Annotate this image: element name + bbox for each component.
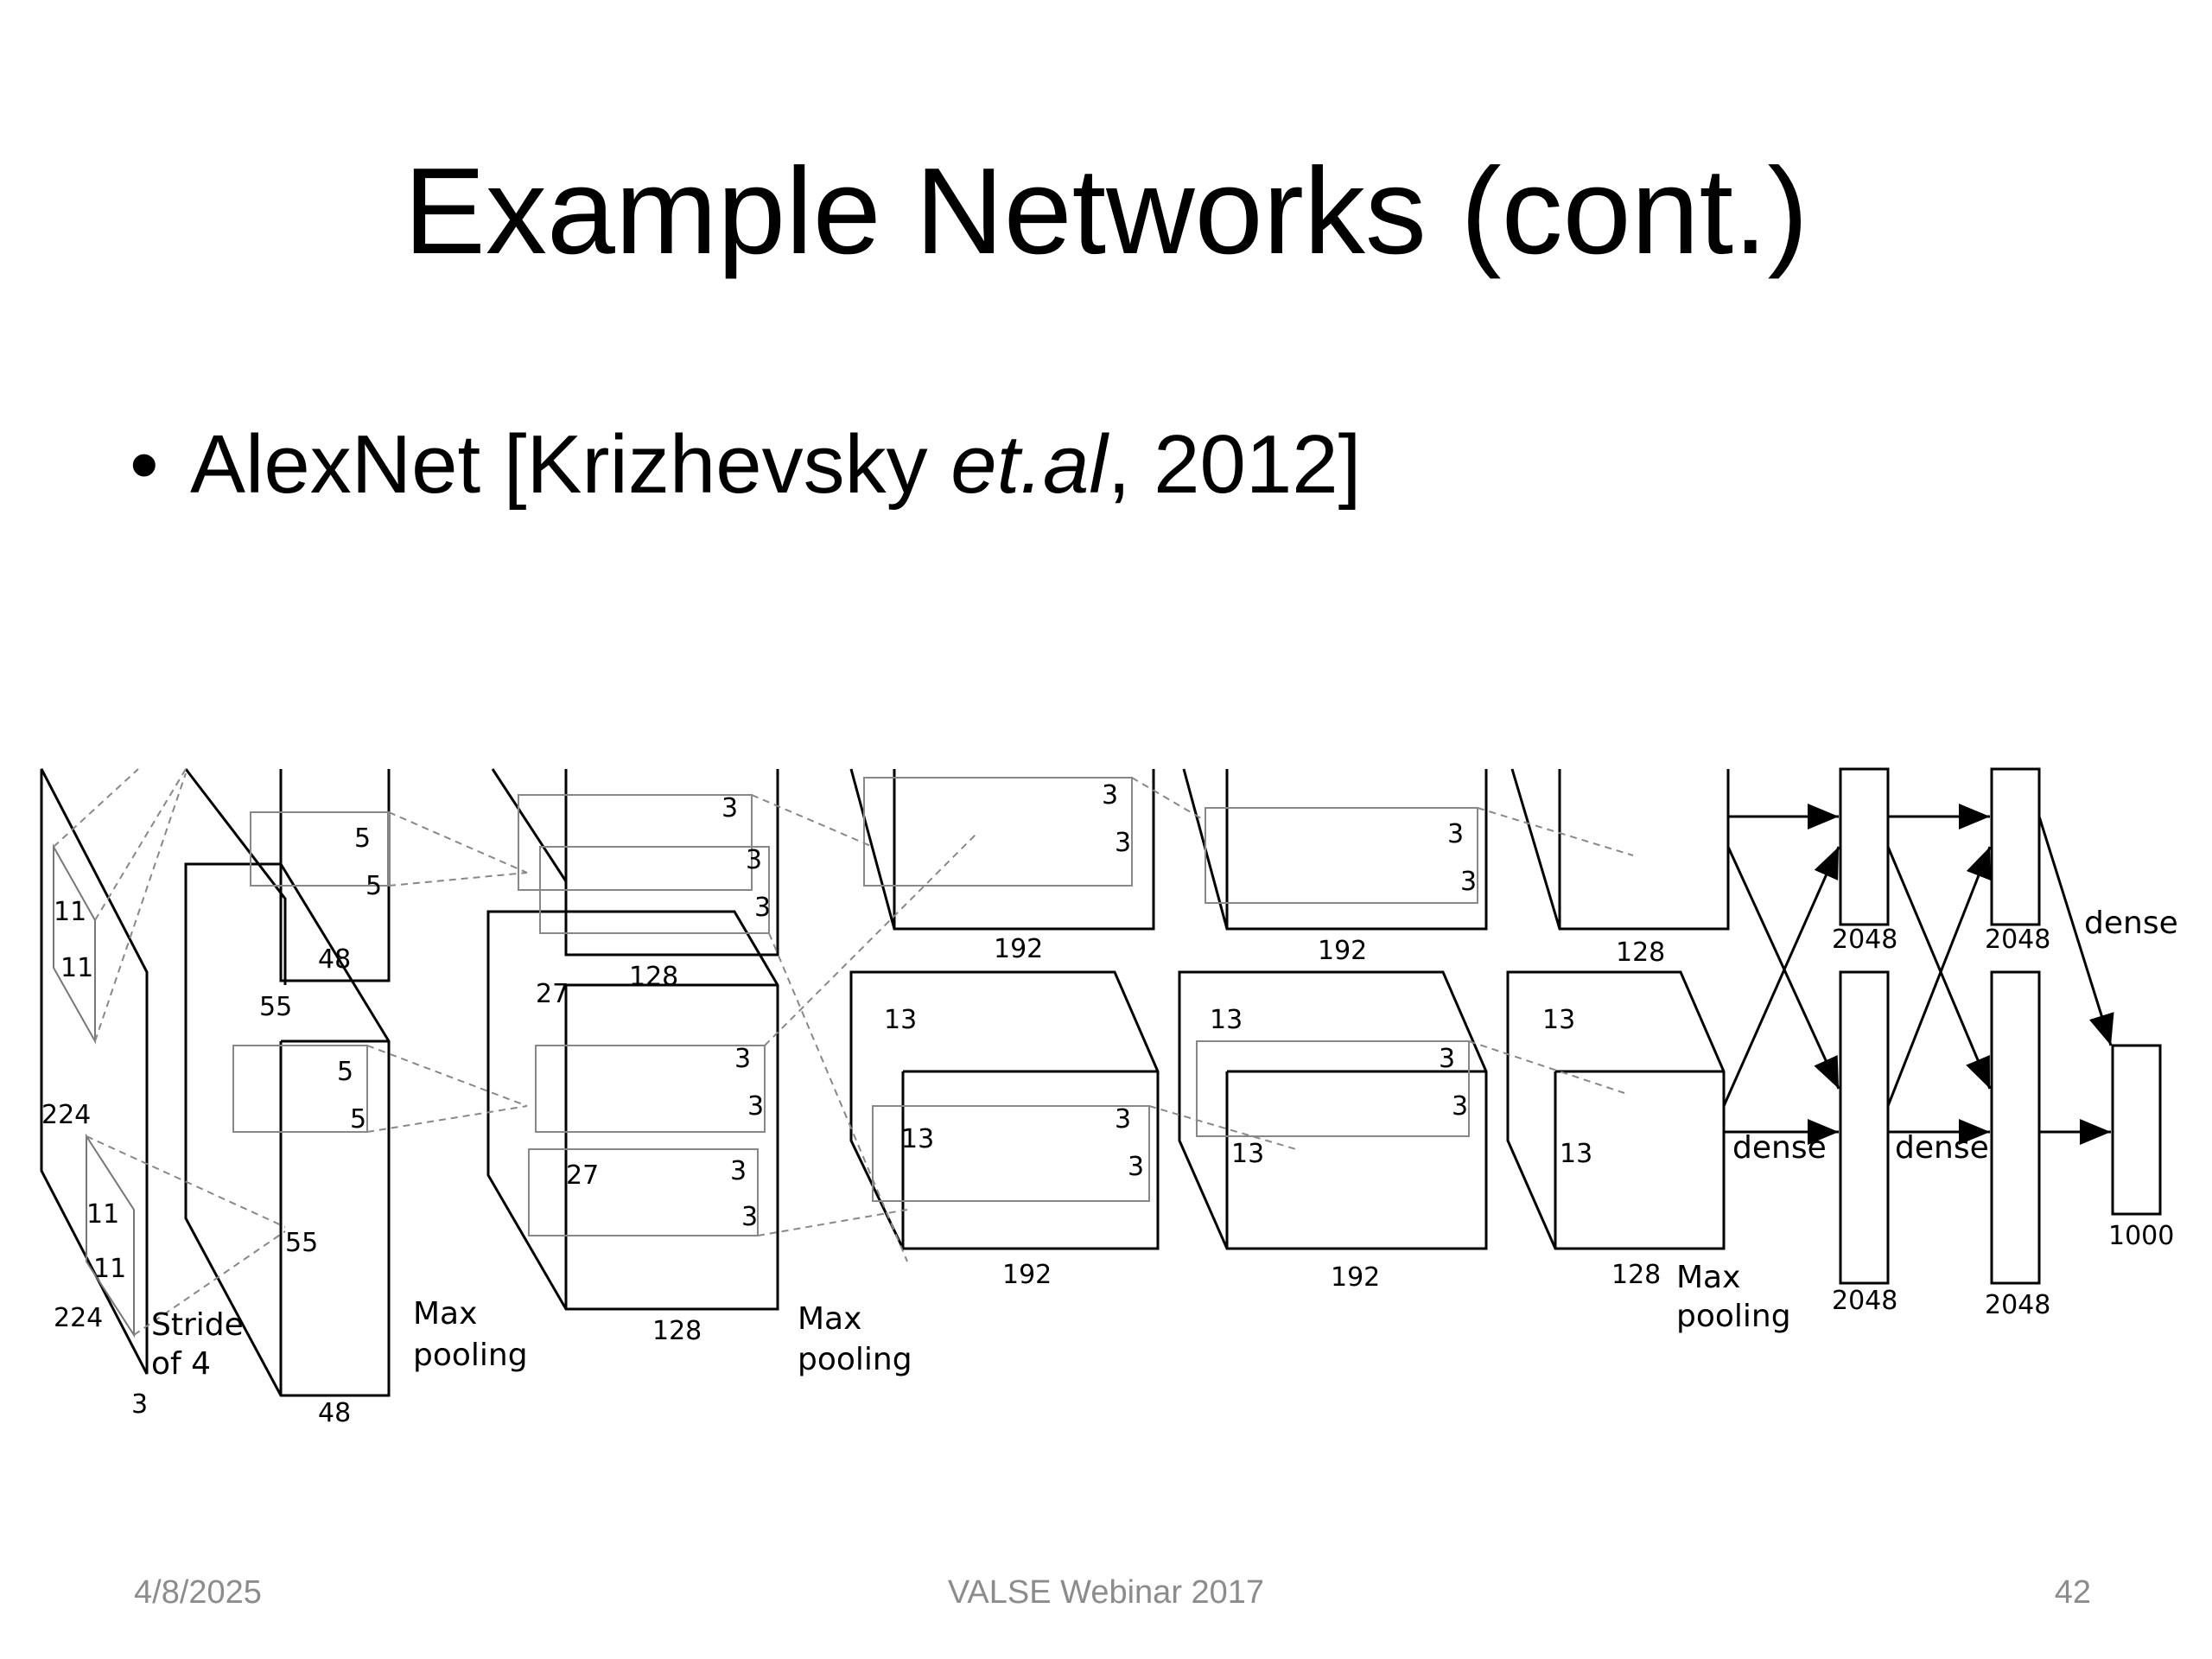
label-c1-5b: 5 [365,871,382,901]
label-c1-55a: 55 [259,992,292,1022]
label-c2-128bot: 128 [652,1316,702,1346]
label-c1-48top: 48 [318,944,351,975]
label-c2-128top: 128 [629,962,678,992]
label-c1-5a: 5 [354,823,371,854]
input-slab [40,768,149,1375]
label-in-224-side: 224 [41,1100,91,1130]
label-c1-55b: 55 [285,1228,318,1258]
label-c1-48bot: 48 [318,1398,351,1428]
label-c2-27b: 27 [566,1160,599,1191]
label-fc6-top: 2048 [1832,925,1897,955]
label-k2-11b: 11 [93,1254,126,1284]
label-dense-3: dense [2084,906,2178,941]
diagram-boxes [40,767,2162,1397]
label-c5-13b: 13 [1560,1139,1592,1169]
label-c3-192bot: 192 [1002,1260,1052,1290]
label-k2-11a: 11 [86,1199,119,1230]
bullet-alexnet: • AlexNet [Krizhevsky et.al, 2012] [130,413,1361,517]
label-c3-3d: 3 [1128,1152,1144,1182]
label-c2-3a: 3 [721,793,738,823]
alexnet-architecture-diagram: 224 224 3 11 11 11 11 Stride of 4 55 55 … [40,767,2178,1428]
label-k1-11a: 11 [54,897,86,927]
diagram-connections [53,768,1634,1336]
footer-title: VALSE Webinar 2017 [947,1574,1265,1611]
label-c2-3d: 3 [734,1044,751,1074]
label-c2-27a: 27 [536,979,569,1009]
label-mp1b: pooling [413,1338,528,1373]
label-c4-13a: 13 [1210,1005,1243,1035]
conv4-bottom [1178,970,1488,1250]
fc8 [2111,1044,2162,1216]
conv3-bottom [849,970,1160,1250]
label-dense-2: dense [1895,1130,1989,1166]
label-in-224-bottom: 224 [54,1303,103,1333]
label-stride: Stride [151,1307,244,1343]
bullet-text-suffix: , 2012] [1107,418,1362,511]
label-c1-5c: 5 [337,1057,353,1087]
label-mp3a: Max [1676,1260,1740,1295]
label-mp1a: Max [413,1296,477,1332]
bullet-dot-icon: • [130,418,159,511]
label-c3-192top: 192 [994,934,1043,964]
diagram-arrows [1722,804,2114,1145]
label-fc8: 1000 [2108,1221,2174,1251]
footer-date: 4/8/2025 [134,1574,262,1611]
conv5-bottom [1506,970,1726,1250]
label-stride-2: of 4 [151,1346,211,1382]
label-c4-3a: 3 [1447,819,1464,849]
label-c2-3b: 3 [746,845,762,875]
label-c4-192bot: 192 [1331,1262,1380,1293]
label-fc7-top: 2048 [1985,925,2050,955]
label-c2-3g: 3 [741,1202,758,1232]
label-in-3: 3 [131,1389,148,1420]
label-c5-13a: 13 [1542,1005,1575,1035]
label-c4-3c: 3 [1439,1044,1455,1074]
bullet-text-prefix: AlexNet [Krizhevsky [190,418,951,511]
fc7-top [1990,767,2041,926]
label-c5-128bot: 128 [1611,1260,1661,1290]
label-k1-11b: 11 [60,953,93,983]
conv1-bottom [184,862,391,1397]
label-c3-13b: 13 [901,1124,934,1154]
label-fc7-bottom: 2048 [1985,1290,2050,1320]
label-c5-128top: 128 [1616,938,1665,968]
label-dense-1: dense [1732,1130,1827,1166]
label-mp2b: pooling [798,1342,912,1377]
label-c4-3d: 3 [1452,1091,1468,1122]
label-c4-13b: 13 [1231,1139,1264,1169]
label-c4-3b: 3 [1460,867,1477,897]
label-c2-3e: 3 [747,1091,764,1122]
diagram-labels: 224 224 3 11 11 11 11 Stride of 4 55 55 … [41,780,2178,1428]
label-c3-3b: 3 [1115,828,1131,858]
label-c3-13a: 13 [884,1005,917,1035]
label-mp2a: Max [798,1301,861,1337]
label-c2-3c: 3 [754,893,771,923]
bullet-text-italic: et.al [950,418,1108,511]
fc7-bottom [1990,970,2041,1285]
label-c3-3a: 3 [1102,780,1118,810]
label-c4-192top: 192 [1318,936,1367,966]
label-c3-3c: 3 [1115,1104,1131,1135]
label-c1-5d: 5 [350,1104,366,1135]
conv2-bottom [486,910,779,1311]
footer-page-number: 42 [2054,1574,2091,1611]
fc6-bottom [1839,970,1890,1285]
label-c2-3f: 3 [730,1156,747,1186]
slide-title: Example Networks (cont.) [404,143,1808,280]
label-fc6-bottom: 2048 [1832,1286,1897,1316]
label-mp3b: pooling [1676,1299,1791,1334]
fc6-top [1839,767,1890,926]
